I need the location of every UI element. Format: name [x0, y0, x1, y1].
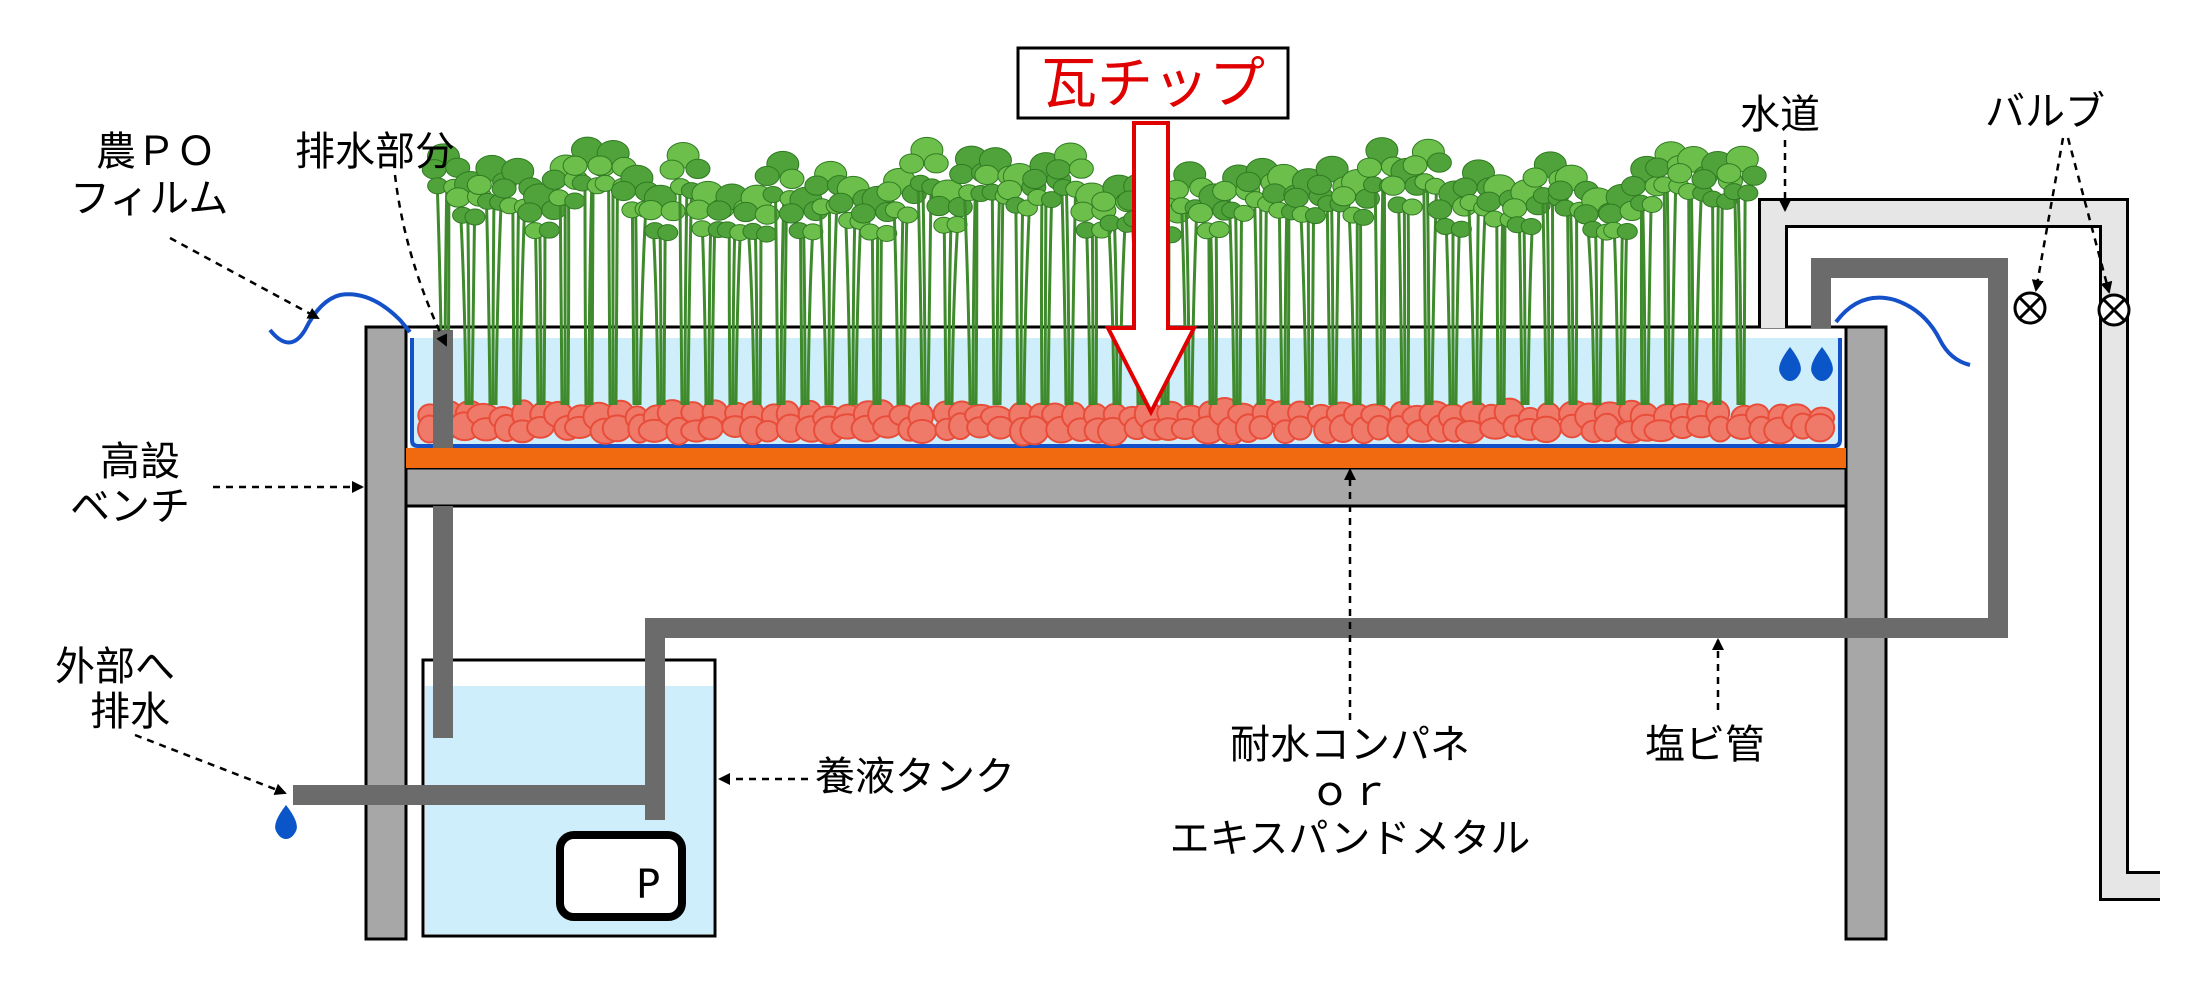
po-film [268, 292, 1971, 367]
arrow-outside [134, 733, 287, 795]
valve-icon [2097, 293, 2131, 327]
water-drop-icon [1779, 347, 1801, 381]
tile-chip [755, 420, 781, 443]
label-tap-water: 水道 [1740, 92, 1820, 138]
label-nutrient-tank: 養液タンク [815, 754, 1015, 800]
arrow-film [169, 236, 320, 320]
plant-icon [733, 184, 780, 406]
plant-icon [876, 167, 927, 406]
label-drain-part: 排水部分 [295, 129, 455, 175]
pvc-pipe [645, 258, 2008, 820]
outflow-pipe [275, 785, 645, 839]
tile-chip [1248, 415, 1274, 440]
label-panel-line3: エキスパンドメタル [1170, 816, 1531, 862]
plant-icon [1716, 145, 1767, 406]
title-label: 瓦チップ [1041, 52, 1265, 117]
tile-chip [1530, 415, 1562, 444]
plant-icon [926, 179, 973, 406]
water-drop-icon [1811, 347, 1833, 381]
plant-row [421, 136, 1767, 406]
tap-water-pipe [1758, 198, 2160, 901]
label-po-film-line2: フィルム [70, 176, 228, 222]
label-pvc-pipe: 塩ビ管 [1645, 722, 1765, 768]
valve-icon [2013, 291, 2047, 325]
arrow-valve-2 [2066, 137, 2113, 294]
label-outside-line2: 排水 [90, 689, 170, 735]
pump-label: P [636, 862, 660, 908]
plant-icon [517, 183, 567, 406]
drain-pipe [433, 330, 453, 738]
plant-icon [491, 157, 544, 406]
tile-chip [907, 418, 938, 445]
tile-chip [1287, 415, 1313, 441]
plant-icon [1380, 157, 1430, 406]
arrow-drain-part [393, 174, 448, 347]
roof-tile-chips [417, 397, 1836, 447]
tile-chip [680, 401, 706, 424]
label-panel-line2: ｏｒ [1310, 769, 1390, 815]
label-po-film-line1: 農ＰＯ [96, 129, 216, 175]
title-box: 瓦チップ [1016, 46, 1290, 120]
leader-arrows [134, 137, 2113, 795]
label-bench-line2: ベンチ [70, 484, 190, 530]
tile-chip [1804, 412, 1836, 443]
label-bench-line1: 高設 [100, 439, 180, 485]
plant-icon [1427, 180, 1478, 406]
label-panel-line1: 耐水コンパネ [1230, 722, 1470, 768]
plant-icon [804, 160, 852, 406]
water-drop-icon [275, 805, 297, 839]
high-bench-frame [364, 325, 1888, 941]
label-valve: バルブ [1985, 89, 2105, 135]
plant-icon [638, 184, 686, 406]
plant-icon [1163, 161, 1215, 406]
pump-icon: P [556, 831, 686, 921]
orange-layer [406, 448, 1846, 468]
label-outside-line1: 外部へ [55, 644, 175, 690]
tile-chip [697, 415, 724, 441]
plant-icon [1547, 164, 1599, 406]
down-arrow-icon [1104, 121, 1198, 417]
